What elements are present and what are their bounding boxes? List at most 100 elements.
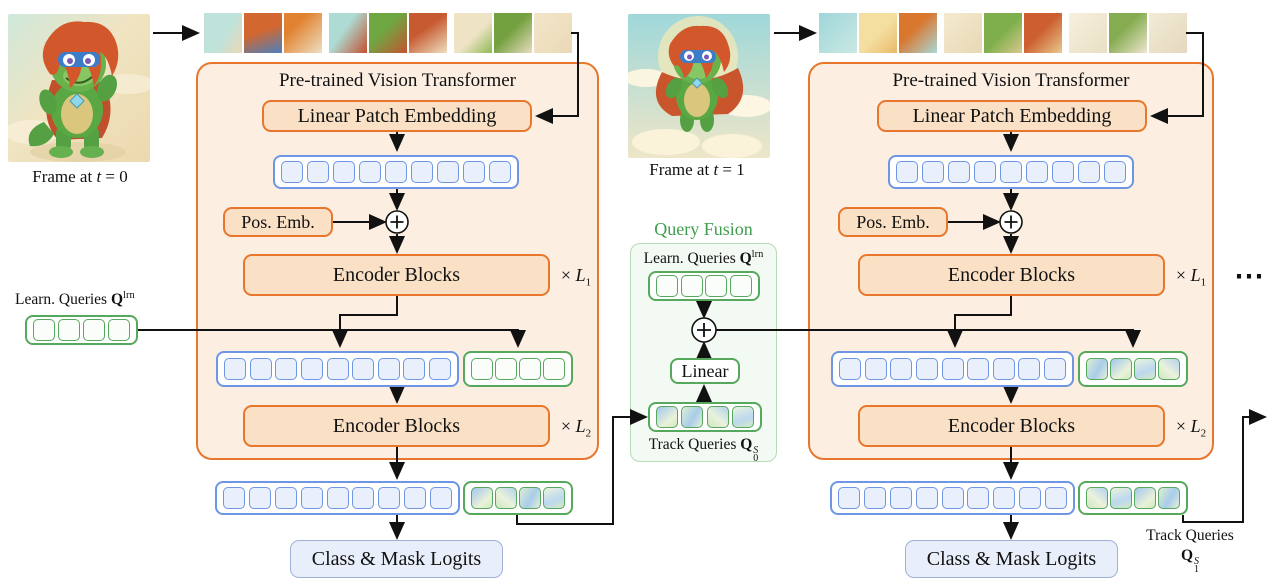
wire-trackqueries1-to-next-frame	[1182, 409, 1267, 523]
token	[1134, 358, 1156, 380]
token	[941, 487, 964, 509]
token	[519, 487, 541, 509]
token	[495, 487, 517, 509]
wire-trackqueries0-to-fusion	[516, 409, 648, 525]
token	[915, 358, 938, 380]
image-patch	[409, 13, 447, 53]
patch-strip-t1	[819, 13, 1187, 53]
token	[1158, 487, 1180, 509]
linear-patch-embedding-t1: Linear Patch Embedding	[877, 100, 1147, 132]
S-superscript: S	[1194, 556, 1200, 567]
image-patch	[1109, 13, 1147, 53]
token	[729, 275, 752, 297]
token	[274, 487, 297, 509]
learn-queries-label-fusion: Learn. Queries Qlrn	[632, 249, 775, 268]
image-patch	[944, 13, 982, 53]
image-patch	[1069, 13, 1107, 53]
token	[378, 487, 401, 509]
L1-subscript: 1	[585, 276, 592, 289]
token	[352, 358, 375, 380]
token	[33, 319, 55, 341]
frame-image-t1	[628, 14, 770, 158]
vit-title-t0: Pre-trained Vision Transformer	[278, 70, 517, 91]
token	[1052, 161, 1074, 183]
image-patch	[1149, 13, 1187, 53]
frame-label-t0: Frame at t = 0	[4, 167, 156, 187]
token	[890, 358, 913, 380]
frame-label-value: = 0	[101, 167, 128, 186]
token	[1019, 487, 1042, 509]
token	[326, 358, 349, 380]
track-queries-text: Track Queries	[648, 436, 741, 453]
query-fusion-add	[691, 317, 717, 343]
token	[333, 161, 355, 183]
image-patch	[494, 13, 532, 53]
token	[838, 487, 860, 509]
Q-symbol: Q	[739, 250, 752, 268]
Q-symbol: Q	[740, 436, 753, 453]
token	[275, 358, 298, 380]
mid-token-row-blue-t0	[216, 351, 459, 387]
image-patch	[284, 13, 322, 53]
output-token-row-blue-t1	[830, 481, 1075, 515]
lrn-superscript: lrn	[123, 290, 135, 301]
query-fusion-title: Query Fusion	[654, 219, 753, 239]
Q-symbol: Q	[110, 291, 124, 309]
image-patch	[454, 13, 492, 53]
token	[281, 161, 303, 183]
linear-box: Linear	[670, 358, 740, 384]
times-sign: ×	[1175, 265, 1187, 285]
S-superscript: S	[753, 445, 759, 456]
output-track-queries-t1	[1078, 481, 1188, 515]
token	[656, 275, 678, 297]
zero-subscript: 0	[753, 453, 759, 464]
token	[1086, 487, 1108, 509]
L-var: L	[575, 265, 586, 285]
dinosaur-flying-illustration	[628, 14, 770, 158]
mid-token-row-queries-t0	[463, 351, 573, 387]
token	[1000, 161, 1022, 183]
token	[839, 358, 861, 380]
token	[915, 487, 938, 509]
token	[731, 406, 754, 428]
image-patch	[899, 13, 937, 53]
token	[429, 358, 451, 380]
token	[889, 487, 912, 509]
token	[489, 161, 511, 183]
times-L1-t0: × L1	[552, 265, 600, 289]
token	[377, 358, 400, 380]
frame-label-value: = 1	[718, 160, 745, 179]
token	[463, 161, 485, 183]
times-L2-t1: × L2	[1167, 416, 1215, 440]
dinosaur-standing-illustration	[8, 14, 150, 162]
learn-queries-row-t0	[25, 315, 138, 345]
token	[896, 161, 918, 183]
token	[471, 487, 493, 509]
token	[1104, 161, 1126, 183]
token	[967, 487, 990, 509]
encoder-blocks-2-t1: Encoder Blocks	[858, 405, 1165, 447]
image-patch	[819, 13, 857, 53]
frame-label-var: t	[713, 160, 719, 179]
token	[519, 358, 541, 380]
token	[993, 487, 1016, 509]
token	[1018, 358, 1041, 380]
token	[992, 358, 1015, 380]
token	[1086, 358, 1108, 380]
times-L2-t0: × L2	[552, 416, 600, 440]
learn-queries-row-fusion	[648, 271, 760, 301]
token	[681, 406, 704, 428]
wire-patches0-to-embedding	[535, 32, 579, 124]
image-patch	[984, 13, 1022, 53]
token	[705, 275, 728, 297]
token	[307, 161, 329, 183]
token	[1158, 358, 1180, 380]
encoder-blocks-1-t1: Encoder Blocks	[858, 254, 1165, 296]
mid-token-row-blue-t1	[831, 351, 1074, 387]
frame-label-text: Frame at	[649, 160, 714, 179]
times-sign: ×	[1175, 416, 1187, 436]
